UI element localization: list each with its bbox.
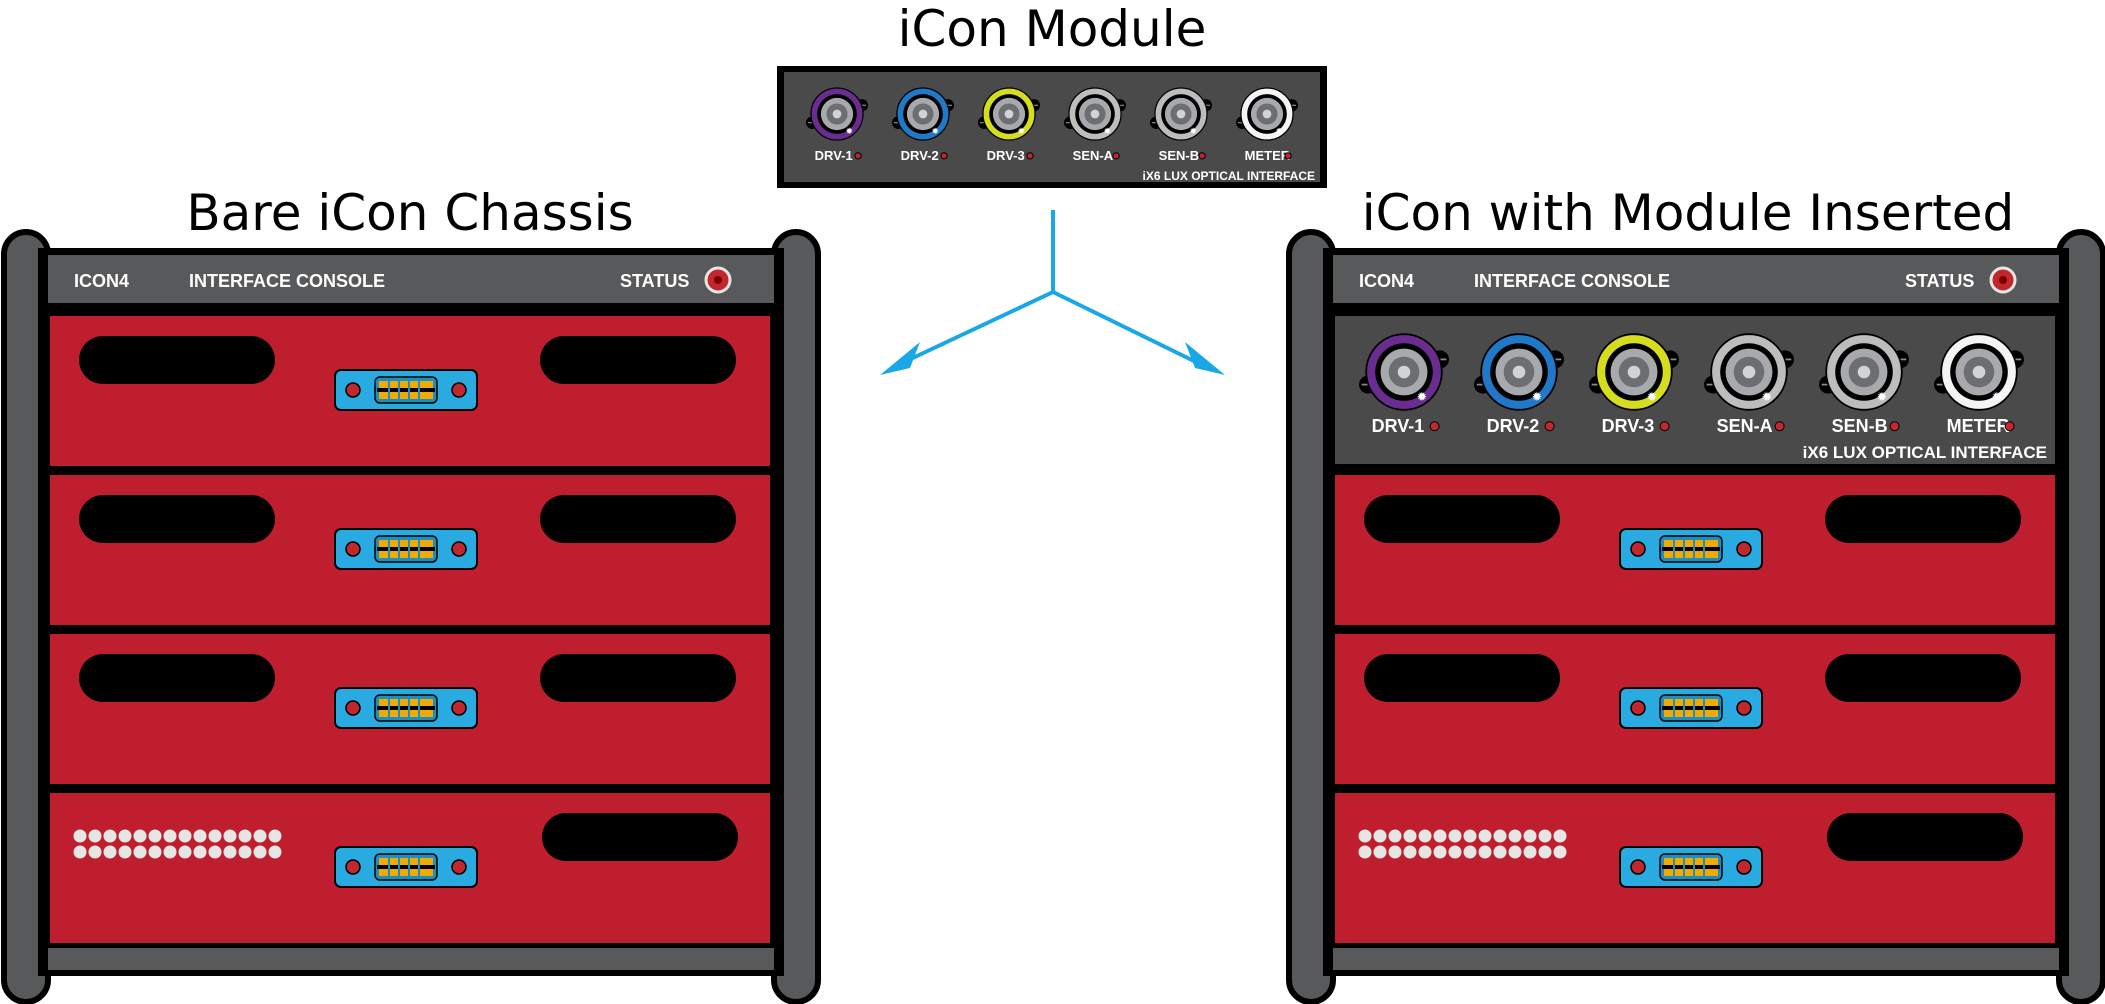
port-led-icon — [940, 152, 948, 160]
laser-icon: ✹ — [1647, 389, 1658, 404]
port-led-icon — [1544, 421, 1555, 432]
slot-2-right — [1335, 475, 2055, 625]
slot-3 — [50, 634, 770, 784]
inserted-module-panel — [1335, 316, 2055, 464]
laser-icon: ✹ — [1877, 389, 1888, 404]
port-label: METER — [1245, 148, 1291, 163]
icon-module: ✹ DRV-1 ✹ DRV-2 ✹ DRV-3 ✹ SEN-A ✹ SEN-B ✹ METER iX6… — [777, 66, 1327, 188]
port-label: DRV-2 — [1487, 416, 1540, 436]
laser-icon: ✹ — [1104, 127, 1111, 137]
inserted-module-name: iX6 LUX OPTICAL INTERFACE — [1803, 443, 2047, 462]
module-port-sen-b[interactable]: ✹ SEN-B — [1150, 87, 1213, 163]
port-label: SEN-A — [1717, 416, 1773, 436]
port-led-icon — [1198, 152, 1206, 160]
chassis-name-label: INTERFACE CONSOLE — [189, 271, 385, 291]
inserted-chassis-title: iCon with Module Inserted — [1362, 184, 2015, 242]
chassis-status-label: STATUS — [620, 271, 689, 291]
port-label: DRV-1 — [1372, 416, 1425, 436]
laser-icon: ✹ — [932, 127, 939, 137]
port-label: SEN-A — [1073, 148, 1114, 163]
module-port-sen-a[interactable]: ✹ SEN-A — [1064, 87, 1127, 163]
laser-icon: ✹ — [1417, 389, 1428, 404]
module-panel — [784, 72, 1320, 182]
inserted-chassis: ICON4 INTERFACE CONSOLE STATUS ✹ DRV-1 ✹ DR… — [1289, 232, 2103, 1002]
slot-2 — [50, 475, 770, 625]
module-title: iCon Module — [898, 0, 1207, 58]
module-port-drv-3[interactable]: ✹ DRV-3 — [978, 87, 1041, 163]
port-label: DRV-1 — [815, 148, 853, 163]
port-led-icon — [1429, 421, 1440, 432]
port-label: SEN-B — [1832, 416, 1888, 436]
port-led-icon — [854, 152, 862, 160]
inserted-port-drv-3[interactable]: ✹ DRV-3 — [1589, 333, 1679, 436]
laser-icon: ✹ — [1762, 389, 1773, 404]
laser-icon: ✹ — [1190, 127, 1197, 137]
laser-icon: ✹ — [846, 127, 853, 137]
port-label: SEN-B — [1159, 148, 1199, 163]
port-label: DRV-3 — [1602, 416, 1655, 436]
port-label: DRV-3 — [987, 148, 1025, 163]
port-label: DRV-2 — [901, 148, 939, 163]
port-led-icon — [1659, 421, 1670, 432]
module-port-meter[interactable]: ✹ METER — [1236, 87, 1299, 163]
port-led-icon — [1889, 421, 1900, 432]
port-label: METER — [1947, 416, 2010, 436]
slot-3-right — [1335, 634, 2055, 784]
inserted-port-drv-2[interactable]: ✹ DRV-2 — [1474, 333, 1564, 436]
bare-chassis-title: Bare iCon Chassis — [186, 184, 633, 242]
bare-chassis: ICON4 INTERFACE CONSOLE STATUS — [4, 232, 818, 1002]
port-led-icon — [1774, 421, 1785, 432]
laser-icon: ✹ — [1018, 127, 1025, 137]
inserted-port-drv-1[interactable]: ✹ DRV-1 — [1359, 333, 1449, 436]
arrow-head-left — [880, 342, 920, 375]
module-ports: ✹ DRV-1 ✹ DRV-2 ✹ DRV-3 ✹ SEN-A ✹ SEN-B ✹ METER — [806, 87, 1299, 163]
inserted-port-sen-a[interactable]: ✹ SEN-A — [1704, 333, 1794, 436]
arrow-head-right — [1185, 342, 1225, 375]
port-led-icon — [1112, 152, 1120, 160]
split-arrow — [899, 210, 1201, 366]
laser-icon: ✹ — [1992, 389, 2003, 404]
module-port-drv-1[interactable]: ✹ DRV-1 — [806, 87, 868, 163]
chassis-model-label: ICON4 — [74, 271, 129, 291]
inserted-port-sen-b[interactable]: ✹ SEN-B — [1819, 333, 1909, 436]
port-led-icon — [1026, 152, 1034, 160]
module-name: iX6 LUX OPTICAL INTERFACE — [1143, 169, 1315, 183]
slot-4 — [50, 793, 770, 943]
inserted-port-meter[interactable]: ✹ METER — [1934, 333, 2024, 436]
chassis-model-label-right: ICON4 — [1359, 271, 1414, 291]
inserted-module-ports: ✹ DRV-1 ✹ DRV-2 ✹ DRV-3 ✹ SEN-A ✹ SEN-B ✹ METER — [1359, 333, 2024, 436]
laser-icon: ✹ — [1276, 127, 1283, 137]
port-led-icon — [2004, 421, 2015, 432]
slot-4-right — [1335, 793, 2055, 943]
chassis-status-label-right: STATUS — [1905, 271, 1974, 291]
laser-icon: ✹ — [1532, 389, 1543, 404]
chassis-name-label-right: INTERFACE CONSOLE — [1474, 271, 1670, 291]
module-port-drv-2[interactable]: ✹ DRV-2 — [892, 87, 954, 163]
port-led-icon — [1284, 152, 1292, 160]
slot-1 — [50, 316, 770, 466]
